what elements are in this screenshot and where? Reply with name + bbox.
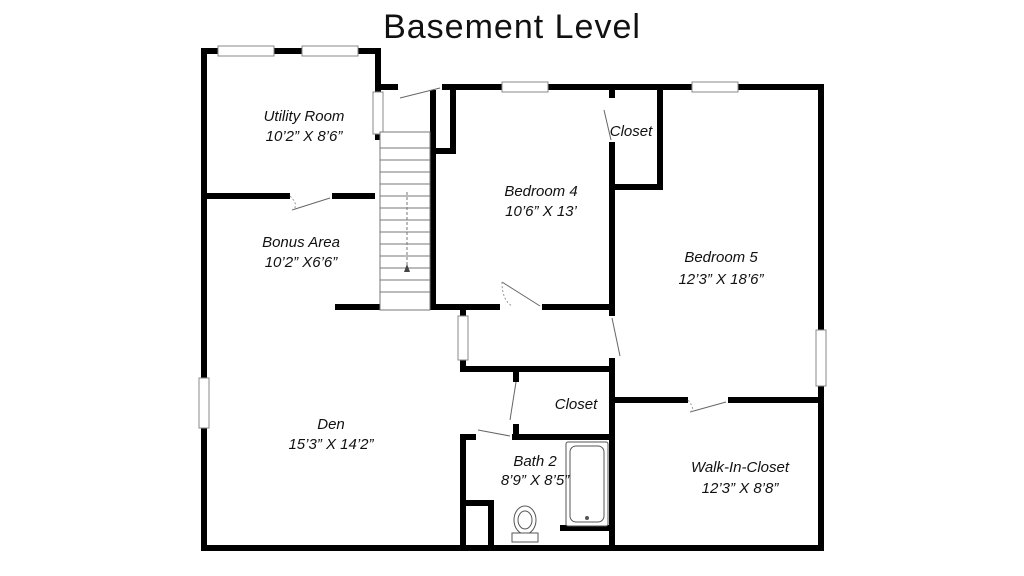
label-closet-top: Closet bbox=[610, 123, 653, 140]
label-den: Den bbox=[317, 416, 345, 433]
wall-left bbox=[201, 48, 207, 551]
door-bed4 bbox=[501, 281, 541, 307]
wall-top-right bbox=[375, 84, 824, 90]
size-den: 15’3” X 14’2” bbox=[288, 436, 374, 453]
label-bonus-area: Bonus Area bbox=[262, 234, 340, 251]
windows bbox=[198, 45, 827, 429]
floor-title: Basement Level bbox=[383, 8, 641, 46]
door-bed5 bbox=[611, 317, 621, 357]
label-closet-mid: Closet bbox=[555, 396, 598, 413]
wall-stair-post bbox=[450, 84, 456, 154]
wall-bath-nook-top bbox=[460, 500, 492, 506]
wall-stair-top bbox=[430, 84, 456, 90]
wall-right bbox=[818, 84, 824, 551]
wall-stair-right bbox=[430, 84, 436, 310]
size-bath-2: 8’9” X 8’5” bbox=[501, 472, 570, 489]
size-walk-in-closet: 12’3” X 8’8” bbox=[702, 480, 780, 497]
wall-bottom bbox=[201, 545, 824, 551]
window-bed5 bbox=[691, 81, 739, 93]
wall-top-utility bbox=[201, 48, 381, 54]
door-bath bbox=[477, 429, 511, 437]
door-utility bbox=[291, 197, 331, 211]
window-utility-1 bbox=[217, 45, 275, 57]
door-walkin bbox=[689, 401, 727, 413]
label-utility-room: Utility Room bbox=[264, 108, 345, 125]
window-hall bbox=[457, 315, 469, 361]
size-bedroom-4: 10’6” X 13’ bbox=[505, 203, 577, 220]
window-bed5-right bbox=[815, 329, 827, 387]
bath-fixtures bbox=[511, 441, 609, 543]
doors bbox=[289, 82, 728, 442]
label-bedroom-5: Bedroom 5 bbox=[684, 249, 758, 266]
wall-utility-bottom bbox=[201, 193, 375, 199]
stair-arrow-icon bbox=[404, 264, 410, 272]
label-walk-in-closet: Walk-In-Closet bbox=[691, 459, 790, 476]
wall-bath-nook-right bbox=[488, 500, 494, 551]
wall-closet-top-bottom bbox=[609, 184, 663, 190]
window-bed4 bbox=[501, 81, 549, 93]
wall-bath-left bbox=[460, 434, 466, 551]
door-stair-top bbox=[399, 87, 441, 99]
size-bedroom-5: 12’3” X 18’6” bbox=[678, 271, 764, 288]
door-closet-mid bbox=[509, 381, 517, 421]
wall-stair-sill bbox=[430, 148, 456, 154]
wall-closet-mid-bottom bbox=[460, 434, 615, 440]
door-closet-top bbox=[603, 109, 612, 141]
size-bonus-area: 10’2” X6’6” bbox=[265, 254, 339, 271]
room-labels: Utility Room 10’2” X 8’6” Closet Bedroom… bbox=[262, 108, 790, 497]
wall-closet-top-right bbox=[657, 84, 663, 190]
staircase bbox=[379, 131, 431, 311]
wall-bath-shelf bbox=[560, 525, 615, 531]
wall-hall-bottom bbox=[460, 366, 615, 372]
wall-bonus-bottom bbox=[335, 304, 615, 310]
label-bath-2: Bath 2 bbox=[513, 453, 557, 470]
window-den bbox=[198, 377, 210, 429]
label-bedroom-4: Bedroom 4 bbox=[504, 183, 577, 200]
window-utility-side bbox=[372, 91, 384, 135]
window-utility-2 bbox=[301, 45, 359, 57]
size-utility-room: 10’2” X 8’6” bbox=[266, 128, 344, 145]
